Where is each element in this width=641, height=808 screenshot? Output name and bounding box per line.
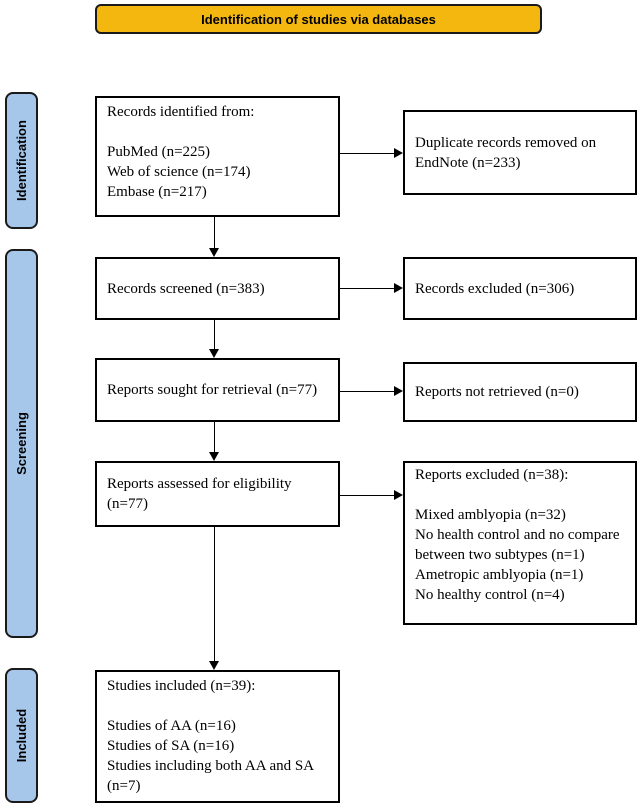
studies-included-item-both: Studies including both AA and SA (n=7) xyxy=(107,758,314,794)
arrow-records-screened-to-records-excluded xyxy=(340,283,403,293)
phase-screening: Screening xyxy=(5,249,38,638)
reports-sought-text: Reports sought for retrieval (n=77) xyxy=(107,382,318,398)
phase-identification-label: Identification xyxy=(14,120,30,201)
arrow-reports-assessed-to-studies-included xyxy=(209,527,219,670)
box-studies-included: Studies included (n=39): Studies of AA (… xyxy=(95,670,340,803)
studies-included-item-aa: Studies of AA (n=16) xyxy=(107,718,236,734)
arrow-reports-assessed-to-reports-excluded xyxy=(340,490,403,500)
records-screened-text: Records screened (n=383) xyxy=(107,280,265,297)
arrow-records-identified-to-records-screened xyxy=(209,217,219,257)
arrow-reports-sought-to-reports-not-retrieved xyxy=(340,386,403,396)
phase-identification: Identification xyxy=(5,92,38,229)
reports-excluded-items: Mixed amblyopia (n=32) No health control… xyxy=(415,505,625,605)
records-identified-items: PubMed (n=225) Web of science (n=174) Em… xyxy=(107,142,328,202)
reports-not-retrieved-text: Reports not retrieved (n=0) xyxy=(415,384,579,400)
box-reports-sought: Reports sought for retrieval (n=77) xyxy=(95,358,340,422)
reports-excluded-item-no-healthy-control: No healthy control (n=4) xyxy=(415,587,565,603)
arrow-reports-sought-to-reports-assessed xyxy=(209,422,219,461)
box-duplicate-records-removed: Duplicate records removed on EndNote (n=… xyxy=(403,110,637,195)
records-identified-title: Records identified from: xyxy=(107,104,255,120)
records-identified-item-embase: Embase (n=217) xyxy=(107,184,207,200)
box-reports-assessed: Reports assessed for eligibility (n=77) xyxy=(95,461,340,527)
reports-excluded-item-no-health-control: No health control and no compare between… xyxy=(415,527,620,563)
studies-included-items: Studies of AA (n=16) Studies of SA (n=16… xyxy=(107,716,328,796)
box-reports-excluded: Reports excluded (n=38): Mixed amblyopia… xyxy=(403,461,637,625)
box-records-screened: Records screened (n=383) xyxy=(95,257,340,320)
reports-excluded-title: Reports excluded (n=38): xyxy=(415,467,569,483)
records-excluded-text: Records excluded (n=306) xyxy=(415,280,575,297)
phase-included-label: Included xyxy=(14,708,30,763)
duplicate-records-removed-text: Duplicate records removed on EndNote (n=… xyxy=(415,134,597,171)
phase-screening-label: Screening xyxy=(14,412,30,475)
reports-excluded-item-ametropic-amblyopia: Ametropic amblyopia (n=1) xyxy=(415,567,584,583)
box-records-identified: Records identified from: PubMed (n=225) … xyxy=(95,96,340,217)
banner-title: Identification of studies via databases xyxy=(201,11,436,27)
reports-excluded-item-mixed-amblyopia: Mixed amblyopia (n=32) xyxy=(415,507,566,523)
reports-assessed-text: Reports assessed for eligibility (n=77) xyxy=(107,476,292,512)
studies-included-title: Studies included (n=39): xyxy=(107,678,256,694)
records-identified-item-web-of-science: Web of science (n=174) xyxy=(107,164,251,180)
box-records-excluded: Records excluded (n=306) xyxy=(403,257,637,320)
records-identified-item-pubmed: PubMed (n=225) xyxy=(107,144,211,160)
arrow-records-screened-to-reports-sought xyxy=(209,320,219,358)
banner-identification-via-databases: Identification of studies via databases xyxy=(95,4,542,34)
box-reports-not-retrieved: Reports not retrieved (n=0) xyxy=(403,362,637,422)
arrow-records-identified-to-duplicates-removed xyxy=(340,148,403,158)
phase-included: Included xyxy=(5,668,38,803)
studies-included-item-sa: Studies of SA (n=16) xyxy=(107,738,235,754)
